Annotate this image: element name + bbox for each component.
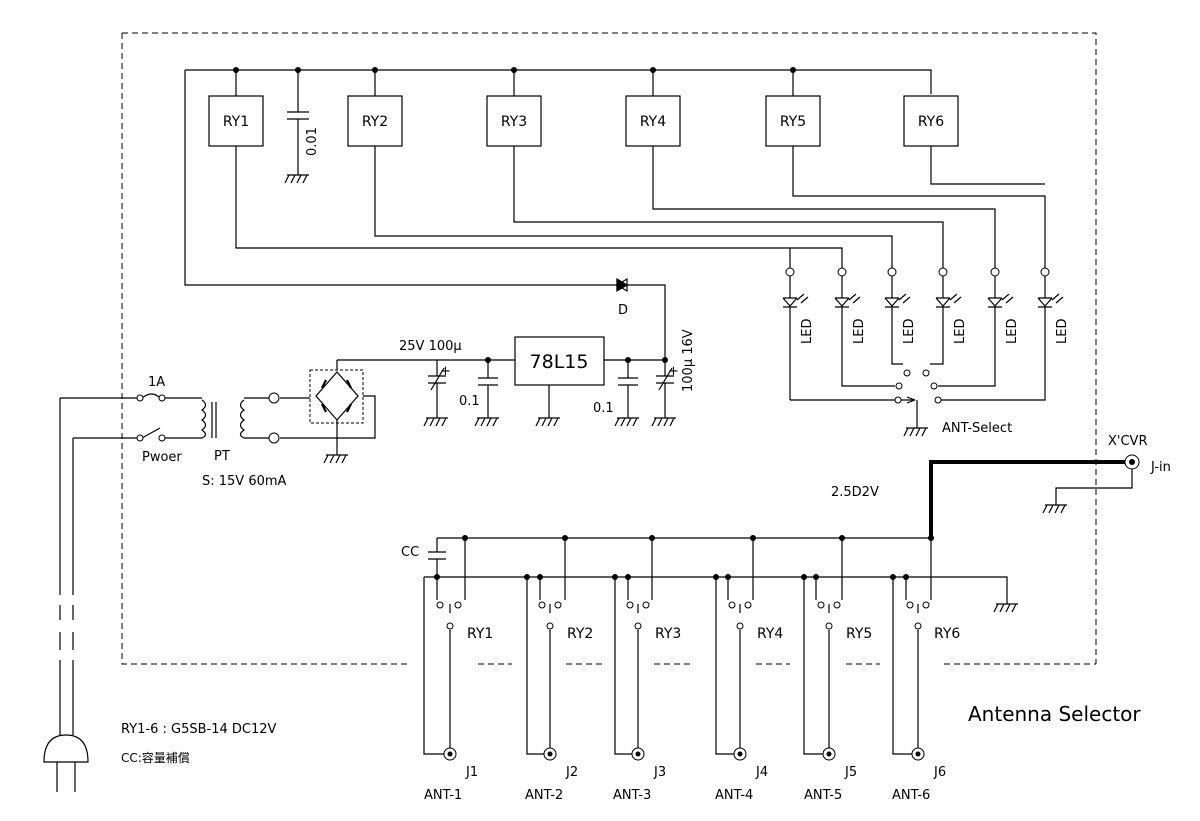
relay-label: RY5 xyxy=(846,626,872,642)
relay-label: RY6 xyxy=(918,114,944,130)
cap-0.1b-label: 0.1 xyxy=(593,401,614,416)
led-label: LED xyxy=(902,319,917,344)
relay-coils: RY1 RY2 RY3 RY4 RY5 RY6 xyxy=(208,95,959,147)
led-label: LED xyxy=(852,319,867,344)
enclosure-outline xyxy=(121,32,1097,665)
cap-0.1a-label: 0.1 xyxy=(459,394,480,409)
transformer-label: PT xyxy=(214,449,230,464)
svg-text:+: + xyxy=(668,364,679,379)
diode-d: D xyxy=(610,277,666,360)
jack-label: J5 xyxy=(844,765,857,780)
led-2: LED xyxy=(834,267,895,387)
rf-bus: CC xyxy=(401,535,1018,613)
led-label: LED xyxy=(800,319,815,344)
cc-label: CC xyxy=(401,545,419,560)
diagram-title: Antenna Selector xyxy=(968,702,1141,726)
relay-led-wiring xyxy=(235,146,1046,268)
led-1: LED xyxy=(782,267,815,400)
jack-label: J1 xyxy=(465,765,478,780)
relay-label: RY4 xyxy=(640,114,666,130)
relay-contact-6: RY6 J6 ANT-6 xyxy=(892,538,960,803)
cap-100u-label: 100μ 16V xyxy=(681,329,696,392)
relay-coil-ry1: RY1 xyxy=(208,95,264,147)
svg-text:+: + xyxy=(440,364,451,379)
switch-label: Pwoer xyxy=(142,450,182,465)
led-label: LED xyxy=(1055,319,1070,344)
relay-label: RY3 xyxy=(501,114,527,130)
relay-coil-ry6: RY6 xyxy=(903,95,959,147)
jack-label: J4 xyxy=(755,765,768,780)
led-3: LED xyxy=(884,267,917,365)
regulator-label: 78L15 xyxy=(530,351,589,373)
coax-feed: X'CVR J-in 2.5D2V xyxy=(831,434,1171,540)
relay-label: RY4 xyxy=(757,626,783,642)
relay-coil-ry5: RY5 xyxy=(765,95,821,147)
antenna-label: ANT-3 xyxy=(613,788,651,803)
coax-label: 2.5D2V xyxy=(831,485,879,500)
relay-label: RY5 xyxy=(780,114,806,130)
jack-label: J2 xyxy=(565,765,578,780)
led-label: LED xyxy=(953,319,968,344)
relay-spec-note: RY1-6 : G5SB-14 DC12V xyxy=(121,722,277,737)
ant-select-switch: ANT-Select xyxy=(790,369,1012,437)
relay-coil-ry4: RY4 xyxy=(625,95,681,147)
relay-label: RY2 xyxy=(567,626,593,642)
led-6: LED xyxy=(940,267,1070,401)
cc-note: CC:容量補償 xyxy=(121,750,190,765)
top-bus xyxy=(184,67,932,286)
relay-coil-ry2: RY2 xyxy=(347,95,403,147)
ant-select-label: ANT-Select xyxy=(942,421,1012,436)
xcvr-label: X'CVR xyxy=(1108,434,1147,449)
led-5: LED xyxy=(938,267,1020,387)
jack-label: J3 xyxy=(653,765,666,780)
cap-0.01-label: 0.01 xyxy=(305,127,320,156)
relay-contact-1: RY1 J1 ANT-1 xyxy=(423,538,493,803)
relay-label: RY6 xyxy=(934,626,960,642)
fuse-label: 1A xyxy=(148,375,165,390)
jin-label: J-in xyxy=(1150,460,1171,475)
relay-contacts: RY1 J1 ANT-1 RY2 J2 ANT-2 RY3 J3 ANT-3 xyxy=(423,538,960,803)
antenna-label: ANT-6 xyxy=(892,788,930,803)
antenna-label: ANT-5 xyxy=(804,788,842,803)
diode-label: D xyxy=(618,303,628,318)
led-4: LED xyxy=(930,267,968,365)
relay-contact-2: RY2 J2 ANT-2 xyxy=(525,538,593,803)
relay-contact-3: RY3 J3 ANT-3 xyxy=(613,538,681,803)
antenna-label: ANT-4 xyxy=(715,788,753,803)
antenna-label: ANT-2 xyxy=(525,788,563,803)
relay-contact-5: RY5 J5 ANT-5 xyxy=(803,538,872,803)
relay-label: RY3 xyxy=(655,626,681,642)
cap-25v-label: 25V 100μ xyxy=(399,339,462,354)
relay-label: RY1 xyxy=(467,626,493,642)
relay-coil-ry3: RY3 xyxy=(486,95,542,147)
cap-0.01: 0.01 xyxy=(284,70,320,184)
jack-label: J6 xyxy=(933,765,946,780)
antenna-label: ANT-1 xyxy=(424,788,462,803)
relay-contact-4: RY4 J4 ANT-4 xyxy=(715,538,783,803)
relay-label: RY2 xyxy=(362,114,388,130)
secondary-label: S: 15V 60mA xyxy=(202,474,287,489)
power-supply: 25V 100μ + 0.1 78L15 0.1 + 100μ 16V xyxy=(43,329,696,792)
relay-label: RY1 xyxy=(223,114,249,130)
led-label: LED xyxy=(1005,319,1020,344)
led-array: LED LED LED LED LED xyxy=(782,267,1070,401)
